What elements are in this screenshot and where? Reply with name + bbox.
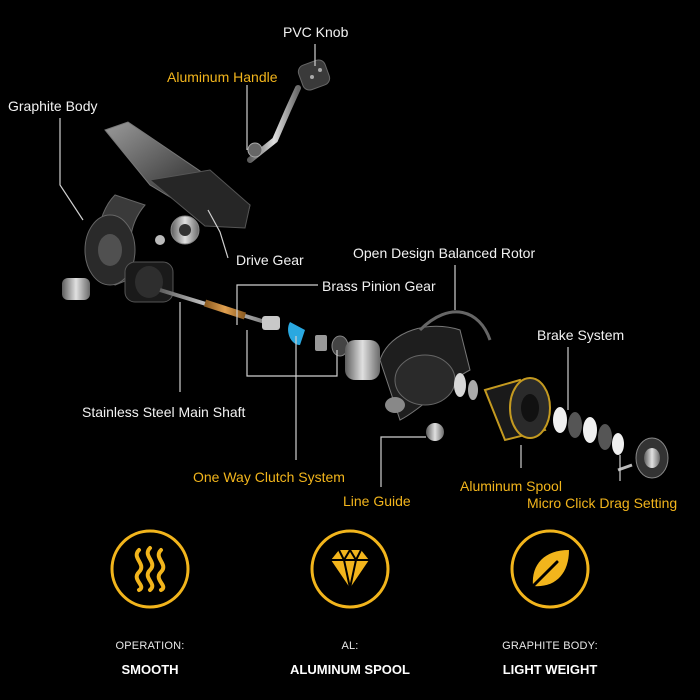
feature-value-smooth: SMOOTH [121,662,179,677]
graphite-body-part [62,121,251,303]
label-aluminum-handle: Aluminum Handle [167,69,278,85]
drag-knob-part [617,437,669,479]
label-pvc-knob: PVC Knob [283,24,349,40]
label-brass-pinion-gear: Brass Pinion Gear [322,278,436,294]
label-main-shaft: Stainless Steel Main Shaft [82,404,246,420]
spool-part [454,373,551,442]
leader-lines [59,44,621,487]
heat-waves-icon [110,529,190,609]
drive-gear-part [155,215,200,245]
feature-caption-operation: OPERATION: [115,640,185,652]
feature-caption-al: AL: [341,640,359,652]
leaf-icon [510,529,590,609]
label-drive-gear: Drive Gear [236,252,304,268]
label-micro-click-drag: Micro Click Drag Setting [527,495,678,511]
brake-washers [553,407,624,455]
label-graphite-body: Graphite Body [8,98,98,114]
handle-part [247,59,331,163]
feature-caption-graphite-body: GRAPHITE BODY: [502,640,598,652]
diamond-icon [310,529,390,609]
label-aluminum-spool: Aluminum Spool [460,478,562,494]
rotor-part [345,310,492,441]
label-one-way-clutch: One Way Clutch System [193,469,345,485]
label-line-guide: Line Guide [343,493,411,509]
main-shaft-part [159,288,280,330]
label-brake-system: Brake System [537,327,625,343]
feature-value-aluminum-spool: ALUMINUM SPOOL [290,662,410,677]
label-open-design-rotor: Open Design Balanced Rotor [353,245,536,261]
feature-value-light-weight: LIGHT WEIGHT [502,662,598,677]
